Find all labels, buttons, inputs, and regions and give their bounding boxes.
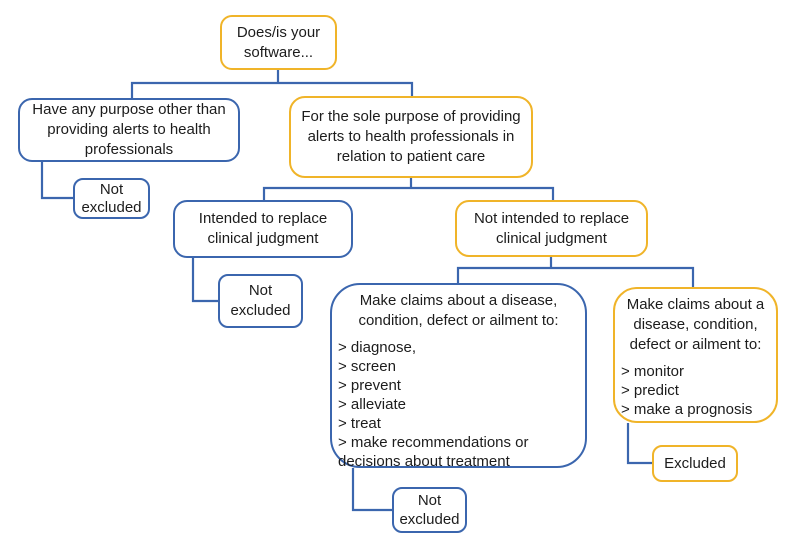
node-other-purpose: Have any purpose other than providing al… bbox=[18, 98, 240, 162]
outcome-not-excluded-replace-judgment: Not excluded bbox=[218, 274, 303, 328]
list-item: > prevent bbox=[338, 377, 401, 394]
outcome-not-excluded-other-purpose: Not excluded bbox=[73, 178, 150, 219]
node-other-purpose-label: Have any purpose other than providing al… bbox=[32, 101, 226, 158]
connector-other-outcome bbox=[40, 162, 73, 200]
connector-claims-b-outcome bbox=[626, 423, 652, 465]
outcome-not-excluded-claims-treatment: Not excluded bbox=[392, 487, 467, 533]
connector-claims-a-outcome bbox=[351, 468, 392, 512]
node-claims-monitoring: Make claims about a disease, condition, … bbox=[613, 287, 778, 423]
outcome-label: Not excluded bbox=[230, 282, 291, 319]
connector-sole-split bbox=[262, 178, 555, 200]
connector-root-split bbox=[130, 70, 414, 98]
node-claims-monitoring-list: > monitor > predict > make a prognosis bbox=[615, 355, 776, 419]
list-item: > diagnose, bbox=[338, 339, 416, 356]
node-root-question: Does/is your software... bbox=[220, 15, 337, 70]
node-intended-label: Intended to replace clinical judgment bbox=[198, 210, 328, 247]
outcome-excluded: Excluded bbox=[652, 445, 738, 482]
connector-notintended-split bbox=[456, 257, 695, 287]
outcome-label: Not excluded bbox=[81, 181, 142, 216]
node-claims-treatment-header: Make claims about a disease, condition, … bbox=[358, 292, 559, 329]
node-root-label: Does/is your software... bbox=[236, 23, 321, 61]
node-intended-replace-judgment: Intended to replace clinical judgment bbox=[173, 200, 353, 258]
node-claims-treatment-list: > diagnose, > screen > prevent > allevia… bbox=[332, 331, 585, 471]
list-item: > monitor bbox=[621, 363, 684, 380]
outcome-label: Not excluded bbox=[399, 492, 460, 528]
node-not-intended-replace-judgment: Not intended to replace clinical judgmen… bbox=[455, 200, 648, 257]
node-claims-monitoring-header: Make claims about a disease, condition, … bbox=[626, 296, 765, 353]
list-item: > make recommendations or decisions abou… bbox=[338, 434, 529, 470]
node-not-intended-label: Not intended to replace clinical judgmen… bbox=[473, 209, 630, 247]
outcome-label: Excluded bbox=[664, 454, 726, 472]
node-sole-purpose-label: For the sole purpose of providing alerts… bbox=[301, 108, 521, 165]
connector-intended-outcome bbox=[191, 258, 218, 303]
node-claims-treatment: Make claims about a disease, condition, … bbox=[330, 283, 587, 471]
node-sole-purpose: For the sole purpose of providing alerts… bbox=[289, 96, 533, 178]
list-item: > screen bbox=[338, 358, 396, 375]
list-item: > treat bbox=[338, 415, 381, 432]
list-item: > make a prognosis bbox=[621, 401, 753, 418]
list-item: > predict bbox=[621, 382, 679, 399]
list-item: > alleviate bbox=[338, 396, 406, 413]
